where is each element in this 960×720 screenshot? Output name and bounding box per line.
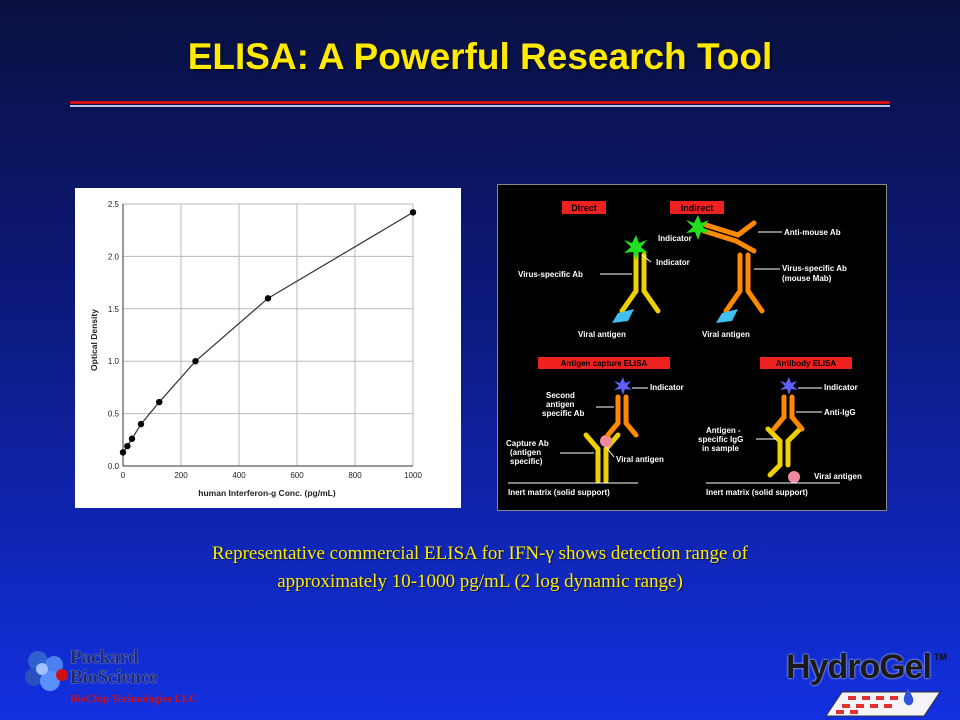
indirect-indicator-label: Indicator <box>658 234 692 243</box>
indirect-primary-antibody <box>723 252 765 314</box>
second-antigen-antibody <box>605 394 639 438</box>
antibody-elisa-indicator-star <box>780 377 798 395</box>
y-tick-label-4: 2.0 <box>108 252 120 261</box>
slide-title: ELISA: A Powerful Research Tool <box>187 36 773 77</box>
y-tick-label-0: 0.0 <box>108 462 120 471</box>
anti-mouse-antibody <box>701 220 757 254</box>
capture-ab-label-1: Capture Ab <box>506 439 549 448</box>
capture-indicator-star <box>614 377 632 395</box>
viral-antigen-3-arrow <box>605 446 615 458</box>
direct-header-box <box>562 201 606 214</box>
chart-grid <box>122 203 414 467</box>
data-point-7 <box>409 209 417 216</box>
antibody-elisa-viral-antigen <box>788 471 800 483</box>
antigen-igg-label-1: Antigen - <box>706 426 741 435</box>
virus-ab-right-label-2: (mouse Mab) <box>782 274 832 283</box>
viral-antigen-4-label: Viral antigen <box>814 472 862 481</box>
second-ab-label-1: Second <box>546 391 575 400</box>
data-point-1 <box>124 442 131 450</box>
y-tick-label-2: 1.0 <box>108 357 120 366</box>
capture-indicator-label: Indicator <box>650 383 684 392</box>
direct-indicator-arrow <box>641 254 652 263</box>
chart-series <box>119 209 417 456</box>
series-line-0 <box>122 211 414 453</box>
virus-ab-right-label-1: Virus-specific Ab <box>782 264 847 273</box>
diagram-svg: Direct Indirect Indicator Virus-specific… <box>506 201 862 497</box>
hydrogel-logo: HydroGel TM <box>782 648 952 718</box>
viral-antigen-2-label: Viral antigen <box>702 330 750 339</box>
hydrogel-tm: TM <box>934 652 947 662</box>
data-point-2 <box>128 435 136 442</box>
antibody-elisa-indicator-label: Indicator <box>824 383 858 392</box>
data-point-3 <box>137 420 145 428</box>
antigen-specific-igg <box>765 426 803 478</box>
caption-line-1: Representative commercial ELISA for IFN-… <box>211 543 748 564</box>
slide-caption: Representative commercial ELISA for IFN-… <box>100 540 860 596</box>
data-point-5 <box>192 358 199 365</box>
capture-ab-label-2: (antigen <box>510 448 541 457</box>
direct-antigen <box>612 309 634 323</box>
indirect-header-box <box>670 201 724 214</box>
direct-header: Direct <box>571 203 597 213</box>
standard-curve-chart: 0 200 400 600 800 1000 0.0 0.5 1.0 1.5 2.0 2.5 huma… <box>75 188 461 508</box>
chart-axes <box>122 204 413 467</box>
data-point-0 <box>119 449 127 456</box>
anti-igg-antibody <box>771 394 805 432</box>
title-rule-red <box>70 101 890 104</box>
second-ab-label-2: antigen <box>546 400 575 409</box>
antigen-igg-label-3: in sample <box>702 444 739 453</box>
chart-svg: 0 200 400 600 800 1000 0.0 0.5 1.0 1.5 2.0 2.5 huma… <box>89 200 423 498</box>
logo-subtitle: BioChip Technologies LLC <box>70 693 198 705</box>
y-axis-label: Optical Density <box>89 309 99 371</box>
antibody-elisa-header: Antibody ELISA <box>776 359 837 368</box>
x-tick-label-4: 800 <box>348 471 362 480</box>
direct-antibody <box>619 252 661 314</box>
anti-mouse-label: Anti-mouse Ab <box>784 228 841 237</box>
y-tick-label-1: 0.5 <box>108 410 120 419</box>
data-point-6 <box>264 295 272 302</box>
capture-header-box <box>538 357 670 369</box>
x-tick-label-5: 1000 <box>404 471 422 480</box>
matrix-2-label: Inert matrix (solid support) <box>706 488 808 497</box>
y-tick-label-3: 1.5 <box>108 305 120 314</box>
capture-header: Antigen capture ELISA <box>561 359 648 368</box>
hydrogel-wordmark: HydroGel <box>786 648 932 686</box>
matrix-1-label: Inert matrix (solid support) <box>508 488 610 497</box>
anti-igg-label: Anti-IgG <box>824 408 856 417</box>
capture-ab-label-3: specific) <box>510 457 543 466</box>
capture-antibody <box>583 432 621 484</box>
molecule-icon <box>25 651 68 691</box>
viral-antigen-1-label: Viral antigen <box>578 330 626 339</box>
biochip-slide-icon <box>825 688 941 717</box>
indirect-indicator-star <box>686 215 710 240</box>
y-tick-label-5: 2.5 <box>108 200 120 209</box>
direct-indicator-label: Indicator <box>656 258 690 267</box>
x-tick-label-2: 400 <box>232 471 246 480</box>
x-tick-label-3: 600 <box>290 471 304 480</box>
indirect-header: Indirect <box>681 203 714 213</box>
packard-bioscience-logo: Packard BioScience BioChip Technologies … <box>22 643 222 709</box>
antigen-igg-label-2: specific IgG <box>698 435 743 444</box>
logo-word-bioscience: BioScience <box>70 667 158 688</box>
capture-viral-antigen <box>600 435 612 447</box>
x-tick-label-1: 200 <box>174 471 188 480</box>
logo-word-packard: Packard <box>70 647 139 668</box>
x-axis-label: human Interferon-g Conc. (pg/mL) <box>198 488 336 498</box>
data-point-4 <box>156 398 163 406</box>
chart-ticks: 0 200 400 600 800 1000 0.0 0.5 1.0 1.5 2.0 2.5 <box>108 200 423 480</box>
direct-indicator-star <box>624 235 648 260</box>
antibody-elisa-header-box <box>760 357 852 369</box>
virus-ab-left-label: Virus-specific Ab <box>518 270 583 279</box>
x-tick-label-0: 0 <box>121 471 126 480</box>
caption-line-2: approximately 10-1000 pg/mL (2 log dynam… <box>277 571 683 592</box>
viral-antigen-3-label: Viral antigen <box>616 455 664 464</box>
title-rule-grey <box>70 105 890 107</box>
elisa-methods-diagram: Direct Indirect Indicator Virus-specific… <box>497 184 887 511</box>
indirect-antigen <box>716 309 738 323</box>
second-ab-label-3: specific Ab <box>542 409 584 418</box>
